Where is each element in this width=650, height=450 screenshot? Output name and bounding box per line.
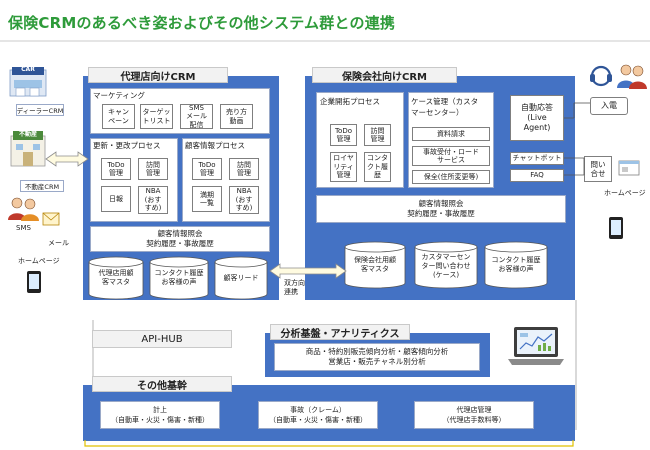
bottom-bracket [84, 440, 574, 447]
agency-contact-history-db [149, 256, 209, 300]
customer-info-process-label: 顧客情報プロセス [185, 141, 245, 150]
agency-customer-master-db [88, 256, 144, 300]
agency-management-box: 代理店管理 （代理店手数料等） [414, 401, 534, 429]
people-icon [8, 197, 39, 221]
sales-video-box: 売り方 動画 [220, 104, 253, 129]
campaign-box: キャン ペーン [102, 104, 135, 129]
maturity-list-box: 満期 一覧 [192, 186, 222, 212]
claims-box: 事故（クレーム） （自動車・火災・傷害・新種） [258, 401, 378, 429]
two-way-label: 双方向 連携 [284, 279, 305, 296]
maintenance-box: 保全(住所変更等) [412, 170, 490, 184]
loyalty-box: ロイヤ リティ 管理 [330, 152, 357, 182]
agency-contact-history-label: コンタクト履歴 お客様の声 [154, 269, 204, 286]
renewal-todo-box: ToDo 管理 [101, 158, 131, 180]
hub-line-left [92, 320, 94, 430]
agency-crm-header: 代理店向けCRM [88, 67, 228, 83]
insurer-contact-history-label: コンタクト履歴 お客様の声 [491, 256, 541, 273]
accounting-box: 計上 （自動車・火災・傷害・新種） [100, 401, 220, 429]
left-phone-icon [27, 271, 41, 293]
chatbot-box: チャットボット [510, 152, 564, 165]
mail-icon [42, 212, 60, 226]
real-estate-crm-label: 不動産CRM [20, 180, 64, 192]
real-estate-icon [10, 131, 46, 167]
right-homepage-label: ホームページ [604, 189, 646, 197]
accident-roadservice-box: 事故受付・ロード サービス [412, 146, 490, 166]
car-dealer-icon [9, 67, 47, 97]
custinfo-todo-box: ToDo 管理 [192, 158, 222, 180]
hub-line-right [575, 300, 577, 430]
renewal-daily-report-box: 日報 [101, 186, 131, 212]
salesdev-contact-history-box: コンタ クト履 歴 [364, 152, 391, 182]
customer-center-case-label: カスタマーセン ター問い合わせ (ケース) [421, 252, 471, 279]
salesdev-todo-box: ToDo 管理 [330, 124, 357, 146]
car-sign-text: CAR [21, 66, 35, 73]
incoming-call-box: 入電 [590, 97, 628, 115]
other-core-header: その他基幹 [92, 376, 232, 392]
agency-db-cylinders [88, 256, 268, 300]
analytics-body: 商品・特約別販売傾向分析・顧客傾向分析 営業店・販売チャネル別分析 [274, 343, 480, 371]
agency-customer-inquiry: 顧客情報照会 契約履歴・事故履歴 [90, 226, 270, 252]
contact-box: 問い 合せ [584, 156, 612, 182]
target-list-box: ターゲッ トリスト [140, 104, 173, 129]
insurer-customer-master-label: 保険会社用顧 客マスタ [354, 256, 396, 273]
laptop-dashboard-icon [508, 327, 564, 365]
real-estate-sign-text: 不動産 [18, 131, 37, 138]
auto-response-box: 自動応答 (Live Agent) [510, 95, 564, 141]
sales-development-label: 企業開拓プロセス [320, 97, 380, 106]
document-request-box: 資料請求 [412, 127, 490, 141]
salesdev-visit-box: 訪問 管理 [364, 124, 391, 146]
two-way-arrow [269, 263, 347, 279]
insurer-customer-inquiry: 顧客情報照会 契約履歴・事故履歴 [316, 195, 566, 223]
headset-icon [590, 65, 612, 87]
sms-label: SMS [16, 224, 31, 232]
mail-label: メール [48, 239, 69, 247]
faq-box: FAQ [510, 169, 564, 182]
right-connectors [564, 102, 590, 176]
renewal-process-label: 更新・更改プロセス [93, 141, 161, 150]
right-people-icon [617, 64, 647, 89]
marketing-label: マーケティング [93, 91, 145, 100]
contact-browser-icon [618, 160, 640, 176]
insurer-contact-history-db [484, 241, 548, 289]
custinfo-nba-box: NBA (おす すめ) [229, 186, 259, 214]
agency-customer-master-label: 代理店用顧 客マスタ [98, 269, 134, 286]
case-management-label: ケース管理（カスタ マーセンター） [411, 97, 479, 117]
customer-lead-label: 顧客リード [223, 273, 259, 282]
customer-lead-db [214, 256, 268, 300]
insurer-crm-header: 保険会社向けCRM [312, 67, 457, 83]
page-title: 保険CRMのあるべき姿およびその他システム群との連携 [8, 14, 396, 32]
sms-mail-delivery-box: SMS メール 配信 [180, 104, 213, 129]
dealer-crm-label: ディーラーCRM [16, 104, 64, 116]
customer-center-case-db [414, 241, 478, 289]
renewal-visit-box: 訪問 管理 [138, 158, 168, 180]
title-divider [0, 40, 650, 42]
right-phone-icon [609, 217, 623, 239]
insurer-customer-master-db [344, 241, 406, 289]
analytics-header: 分析基盤・アナリティクス [270, 324, 410, 340]
custinfo-visit-box: 訪問 管理 [229, 158, 259, 180]
insurer-db-cylinders [344, 241, 548, 289]
api-hub-label: API-HUB [92, 330, 232, 348]
left-homepage-label: ホームページ [18, 257, 60, 265]
left-link-arrow [45, 151, 89, 167]
renewal-nba-box: NBA (おす すめ) [138, 186, 168, 214]
